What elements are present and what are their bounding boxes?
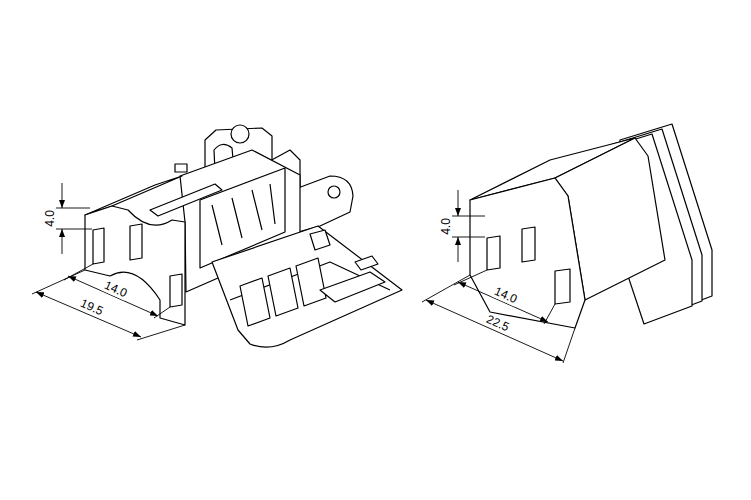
dimension-label: 14.0 (102, 278, 130, 300)
closed-connector (470, 124, 712, 328)
dimension-label: 4.0 (44, 209, 57, 228)
dimension-label: 22.5 (484, 312, 512, 334)
dimension-label: 14.0 (492, 284, 520, 306)
dimension-label: 19.5 (78, 296, 106, 318)
dimension-label: 4.0 (440, 217, 453, 236)
dimension-lines (32, 183, 575, 363)
open-connector (85, 125, 402, 347)
